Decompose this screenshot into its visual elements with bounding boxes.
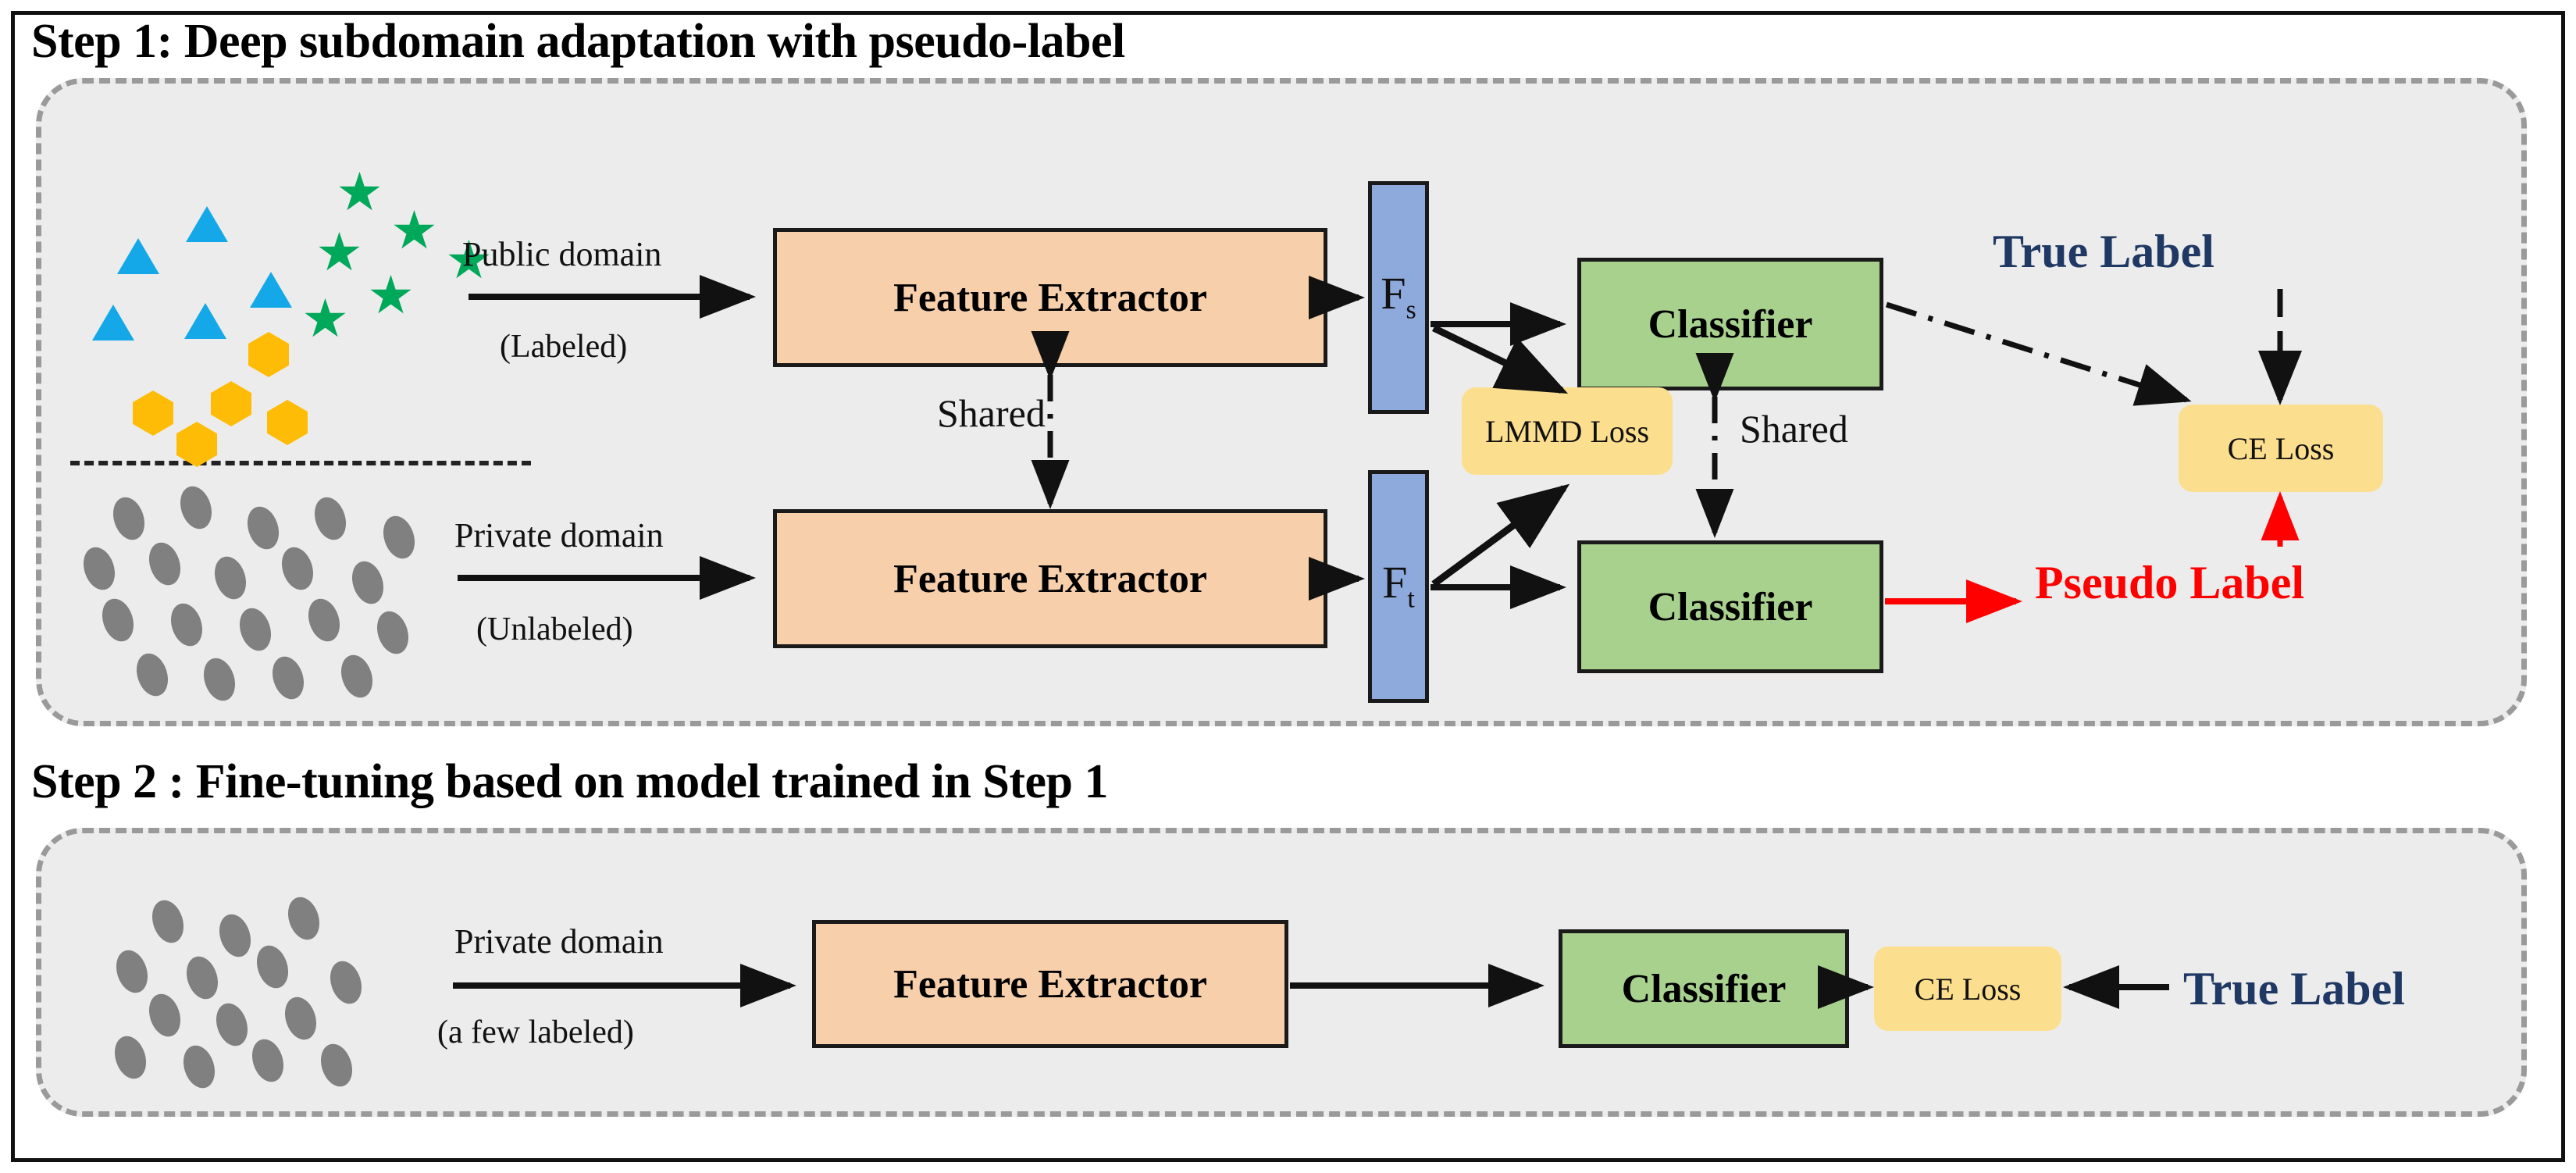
step2-title: Step 2 : Fine-tuning based on model trai…: [31, 755, 1109, 808]
few-labeled-sublabel: (a few labeled): [437, 1014, 634, 1050]
shared-classifier-label: Shared: [1740, 407, 1848, 451]
green-star-icon: ★: [301, 288, 349, 350]
classifier-label-step2: Classifier: [1621, 966, 1787, 1011]
ce-loss-box-step1[interactable]: CE Loss: [2179, 405, 2383, 492]
ce-loss-box-step2[interactable]: CE Loss: [1874, 947, 2061, 1031]
step1-title: Step 1: Deep subdomain adaptation with p…: [31, 15, 1125, 68]
blue-triangle-icon: [117, 238, 159, 274]
blue-triangle-icon: [250, 272, 292, 308]
classifier-target-label: Classifier: [1648, 584, 1813, 629]
feature-extractor-source-label: Feature Extractor: [893, 275, 1207, 320]
pseudo-label-step1: Pseudo Label: [2035, 557, 2305, 608]
lmmd-loss-box[interactable]: LMMD Loss: [1462, 387, 1673, 475]
private-domain-label: Private domain: [454, 516, 664, 554]
feature-extractor-target-box[interactable]: Feature Extractor: [773, 509, 1327, 648]
lmmd-loss-label: LMMD Loss: [1484, 413, 1650, 449]
blue-triangle-icon: [186, 206, 228, 242]
feature-extractor-box-step2[interactable]: Feature Extractor: [812, 920, 1288, 1048]
classifier-box-step2[interactable]: Classifier: [1559, 929, 1849, 1048]
ce-loss-label-step1: CE Loss: [2227, 430, 2335, 466]
true-label-step2: True Label: [2183, 963, 2405, 1014]
public-domain-label: Public domain: [462, 235, 662, 273]
feature-source-label: Fs: [1381, 268, 1416, 325]
unlabeled-sublabel: (Unlabeled): [476, 611, 633, 647]
green-star-icon: ★: [445, 230, 493, 291]
feature-source-subscript: s: [1406, 295, 1416, 325]
ce-loss-label-step2: CE Loss: [1914, 971, 2022, 1007]
private-domain-label-step2: Private domain: [454, 922, 664, 961]
feature-target-label: Ft: [1382, 557, 1415, 614]
blue-triangle-icon: [184, 303, 226, 339]
feature-target-subscript: t: [1407, 584, 1415, 614]
green-star-icon: ★: [367, 265, 415, 326]
feature-extractor-source-box[interactable]: Feature Extractor: [773, 228, 1327, 367]
green-star-icon: ★: [390, 200, 438, 262]
feature-target-block[interactable]: Ft: [1368, 470, 1429, 703]
green-star-icon: ★: [315, 222, 363, 283]
feature-extractor-label-step2: Feature Extractor: [893, 961, 1207, 1007]
true-label-step1: True Label: [1993, 226, 2214, 277]
feature-extractor-target-label: Feature Extractor: [893, 556, 1207, 601]
classifier-target-box[interactable]: Classifier: [1577, 540, 1883, 673]
domain-separator: [70, 461, 531, 465]
feature-source-block[interactable]: Fs: [1368, 181, 1429, 414]
blue-triangle-icon: [92, 305, 134, 340]
labeled-sublabel: (Labeled): [500, 329, 628, 365]
classifier-source-label: Classifier: [1648, 301, 1813, 347]
classifier-source-box[interactable]: Classifier: [1577, 258, 1883, 390]
shared-extractor-label: Shared: [937, 391, 1046, 435]
green-star-icon: ★: [336, 162, 383, 223]
